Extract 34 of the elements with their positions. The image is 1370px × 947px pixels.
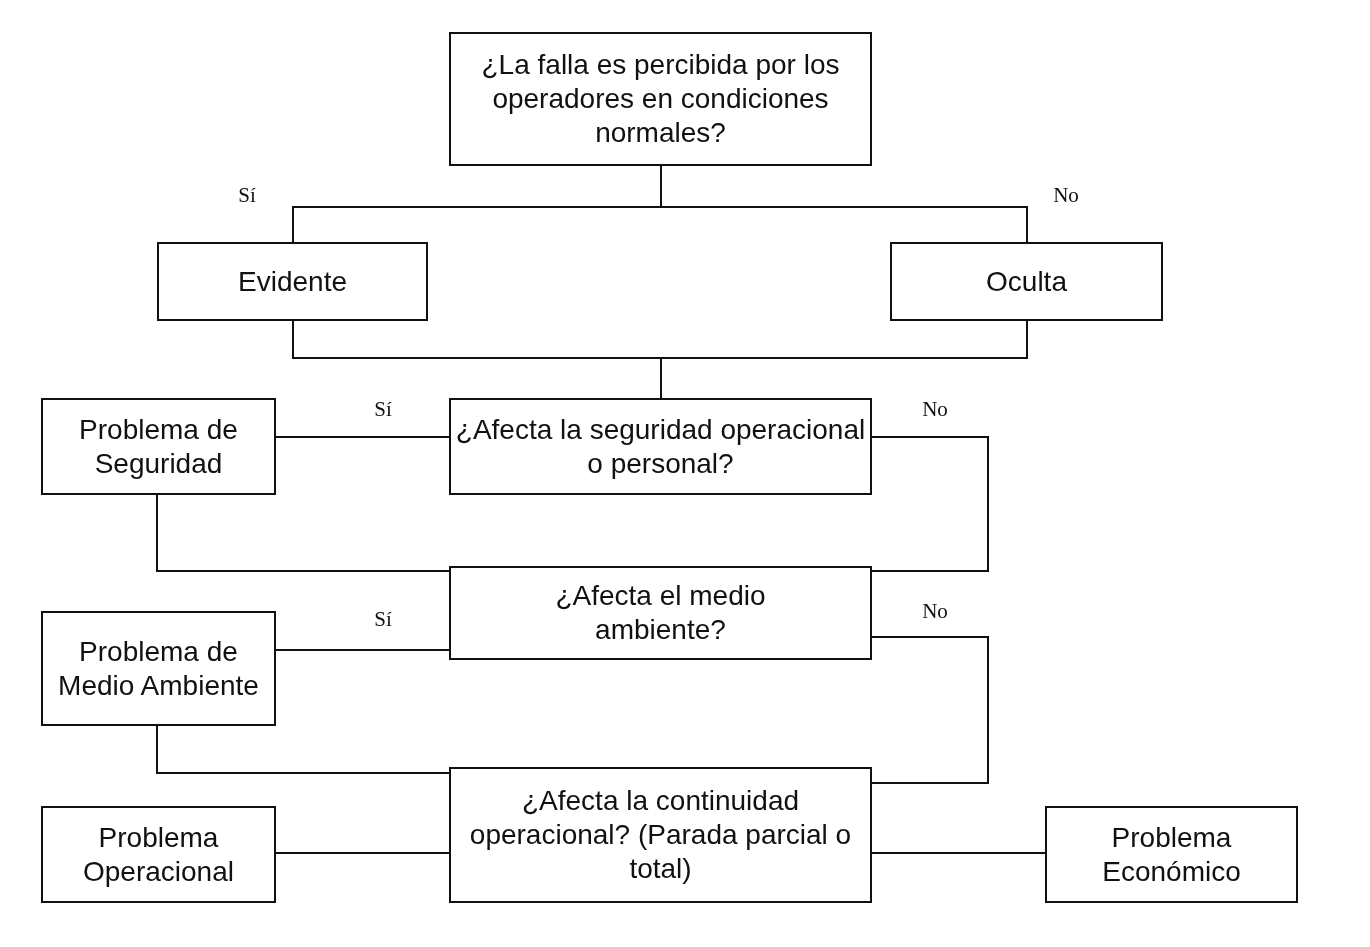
connector-line xyxy=(275,649,450,651)
decision-box xyxy=(449,398,872,495)
decision-box xyxy=(449,32,872,166)
edge-label: No xyxy=(922,396,948,422)
process-box xyxy=(41,806,276,903)
edge-label: Sí xyxy=(238,182,256,208)
decision-box xyxy=(449,566,872,660)
box-text: ¿La falla es percibida por los operadores en condiciones normales? xyxy=(480,48,841,150)
box-text: Problema de Seguridad xyxy=(78,412,239,481)
connector-line xyxy=(871,852,1046,854)
decision-box xyxy=(449,767,872,903)
process-box xyxy=(1045,806,1298,903)
box-text: ¿Afecta la seguridad operacional o personal? xyxy=(455,412,866,481)
box-text: Problema Económico xyxy=(1101,820,1242,889)
box-text: ¿Afecta la continuidad operacional? (Parada parcial o total) xyxy=(468,784,853,886)
edge-label: Sí xyxy=(374,606,392,632)
box-text: Evidente xyxy=(238,264,347,299)
edge-label: No xyxy=(922,598,948,624)
box-text: Problema de Medio Ambiente xyxy=(57,634,260,703)
box-text: ¿Afecta el medio ambiente? xyxy=(554,579,767,647)
box-text: Problema Operacional xyxy=(82,820,235,889)
connector-line xyxy=(275,852,450,854)
process-box xyxy=(890,242,1163,321)
connector-line xyxy=(156,725,450,774)
process-box xyxy=(41,398,276,495)
process-box xyxy=(41,611,276,726)
edge-label: No xyxy=(1053,182,1079,208)
connector-line xyxy=(275,436,450,438)
connector-line xyxy=(871,636,989,784)
connector-line xyxy=(871,436,989,572)
process-box xyxy=(157,242,428,321)
edge-label: Sí xyxy=(374,396,392,422)
connector-line xyxy=(156,494,450,572)
box-text: Oculta xyxy=(986,264,1067,299)
